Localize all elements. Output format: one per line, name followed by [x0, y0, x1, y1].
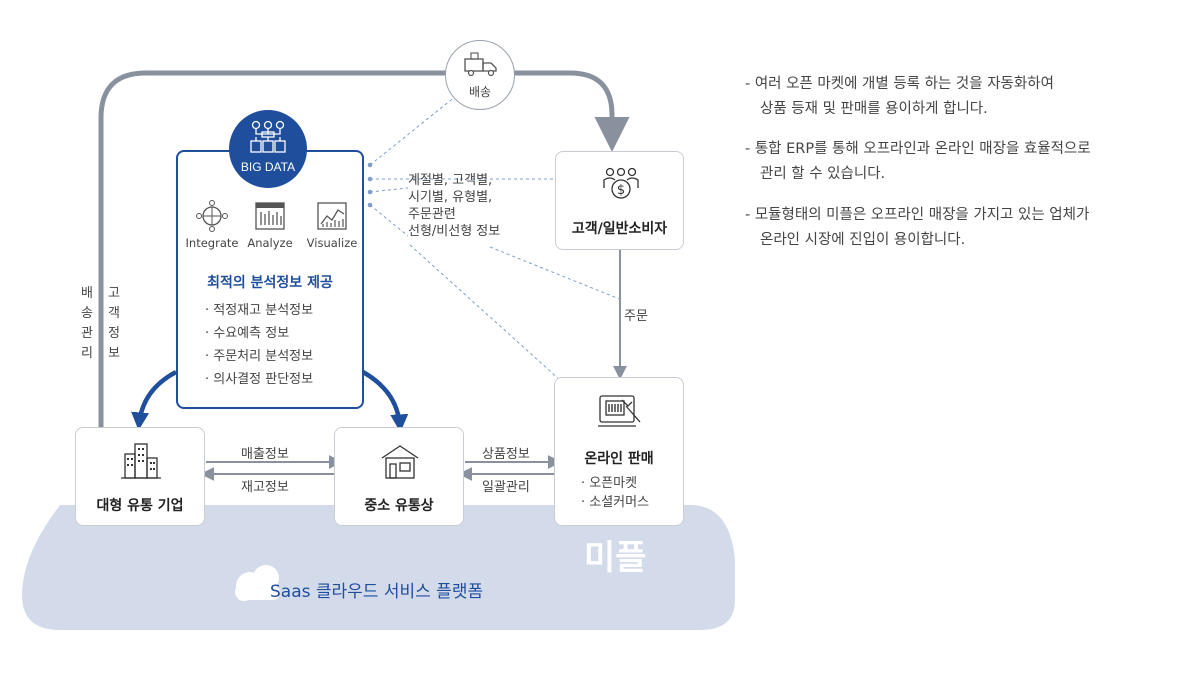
platform-cloud [22, 505, 735, 630]
list-item: · 오픈마켓 [581, 476, 638, 491]
bigdata-to-large-arrow [131, 370, 178, 431]
delivery-loop-line [98, 70, 630, 430]
data-type-line: 시기별, 유형별, [408, 190, 493, 205]
integrate-label: Integrate [185, 236, 239, 250]
dashed-link-data [369, 187, 409, 193]
description-1-line-2: 상품 등재 및 판매를 용이하게 합니다. [760, 101, 988, 117]
description-3-line-2: 온라인 시장에 진입이 용이합니다. [760, 232, 966, 248]
data-type-line: 선형/비선형 정보 [408, 224, 501, 239]
dashed-link-online [409, 244, 561, 381]
sme-distributor-box: 중소 유통상 [334, 427, 464, 526]
analyze-icon [255, 202, 285, 230]
bigdata-badge-label: BIG DATA [240, 160, 296, 174]
data-network-icon [250, 120, 286, 153]
online-sales-title: 온라인 판매 [584, 451, 654, 467]
consumer-title: 고객/일반소비자 [571, 221, 668, 237]
bigdata-tool-analyze: Analyze [242, 200, 298, 250]
delivery-manage-label: 배송관리 [81, 286, 93, 361]
online-channel-list: · 오픈마켓 · 소셜커머스 [581, 474, 649, 512]
dashed-link-delivery [369, 95, 457, 166]
platform-name: Saas 클라우드 서비스 플랫폼 [270, 582, 484, 602]
analyze-label: Analyze [247, 236, 293, 250]
dashed-link-data2 [369, 204, 409, 237]
online-shop-icon [598, 395, 641, 427]
integrate-icon [196, 200, 228, 232]
bigdata-panel: Integrate Analyze Visualize 최적의 분석정보 제공 … [176, 150, 364, 409]
delivery-truck-icon [464, 52, 497, 77]
bigdata-badge: BIG DATA [229, 110, 307, 188]
dot [367, 202, 373, 208]
list-item: · 주문처리 분석정보 [205, 349, 314, 364]
customer-info-label: 고객정보 [108, 286, 120, 361]
large-distributor-box: 대형 유통 기업 [75, 427, 205, 526]
list-item: · 적정재고 분석정보 [205, 303, 314, 318]
online-sales-box: 온라인 판매 · 오픈마켓 · 소셜커머스 [554, 377, 684, 526]
list-item: · 수요예측 정보 [205, 326, 290, 341]
bigdata-list: · 적정재고 분석정보 · 수요예측 정보 · 주문처리 분석정보 · 의사결정… [205, 299, 313, 391]
description-1-line-1: - 여러 오픈 마켓에 개별 등록 하는 것을 자동화하여 [745, 76, 1054, 92]
visualize-label: Visualize [306, 236, 358, 250]
description-2-line-2: 관리 할 수 있습니다. [760, 166, 886, 182]
delivery-label: 배송 [468, 85, 492, 99]
sales-info-label: 매출정보 [241, 447, 289, 462]
data-type-line: 주문관련 [408, 207, 456, 222]
shop-icon [381, 445, 419, 479]
bigdata-to-sme-arrow [361, 370, 409, 433]
platform-brand: 미플 [584, 538, 647, 578]
bigdata-tool-integrate: Integrate [184, 200, 240, 250]
svg-text:$: $ [617, 183, 625, 198]
list-item: · 소셜커머스 [581, 495, 650, 510]
large-distributor-title: 대형 유통 기업 [96, 498, 184, 514]
sme-distributor-title: 중소 유통상 [364, 498, 434, 514]
dot [367, 176, 373, 182]
bigdata-tool-visualize: Visualize [302, 200, 362, 250]
bulk-manage-label: 일괄관리 [482, 480, 530, 495]
dot [367, 162, 373, 168]
consumer-box: $ 고객/일반소비자 [555, 151, 684, 250]
stock-info-label: 재고정보 [241, 480, 289, 495]
product-info-label: 상품정보 [482, 447, 530, 462]
bigdata-heading: 최적의 분석정보 제공 [207, 275, 333, 291]
cloud-icon [235, 565, 280, 601]
delivery-node: 배송 [445, 40, 515, 110]
data-types-text: 계절별, 고객별, 시기별, 유형별, 주문관련 선형/비선형 정보 [408, 172, 500, 240]
data-type-line: 계절별, 고객별, [408, 173, 493, 188]
dot [367, 189, 373, 195]
list-item: · 의사결정 판단정보 [205, 372, 314, 387]
visualize-icon [317, 202, 347, 230]
description-2-line-1: - 통합 ERP를 통해 오프라인과 온라인 매장을 효율적으로 [745, 141, 1091, 157]
description-3-line-1: - 모듈형태의 미플은 오프라인 매장을 가지고 있는 업체가 [745, 207, 1090, 223]
order-label: 주문 [624, 309, 648, 324]
buildings-icon [121, 443, 161, 479]
dashed-link-order [489, 246, 623, 301]
people-money-icon: $ [603, 167, 639, 199]
